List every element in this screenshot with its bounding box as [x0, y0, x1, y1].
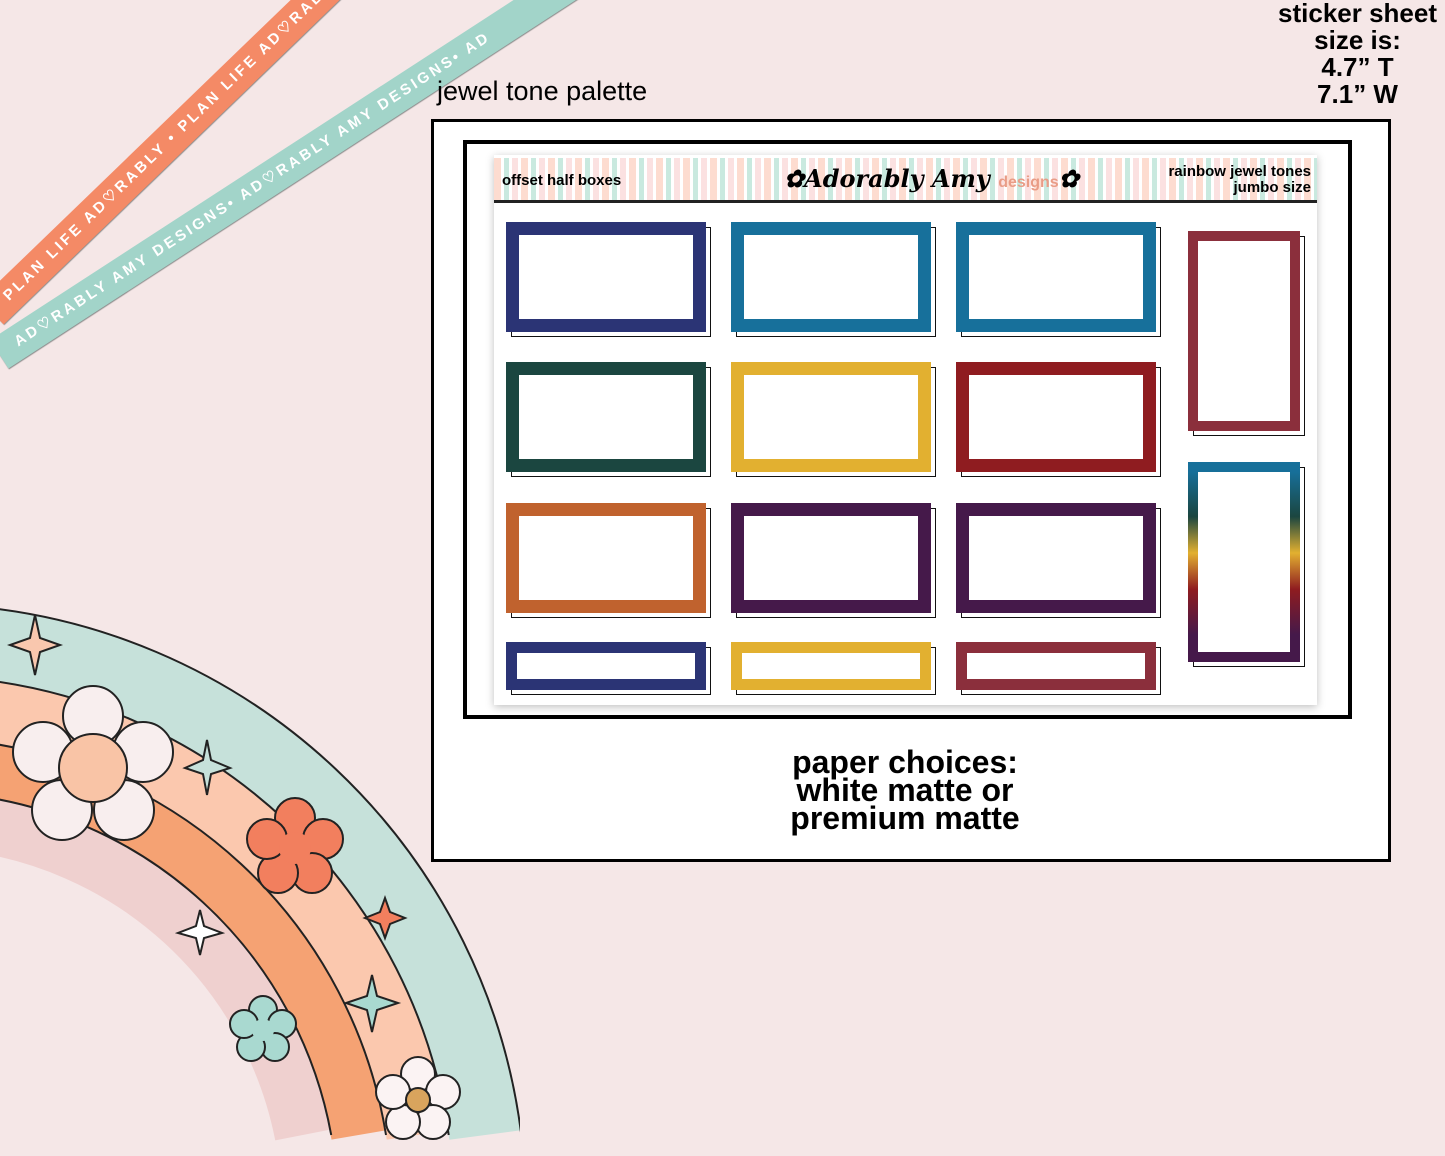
half-box-sticker — [506, 503, 711, 618]
teal-flower-icon — [229, 995, 297, 1062]
smiley-flower-icon — [12, 685, 174, 841]
half-box-sticker — [731, 642, 936, 695]
logo-text: Adorably Amy — [804, 164, 990, 193]
box-frame — [1188, 462, 1300, 662]
box-frame — [731, 362, 931, 472]
paper-line: premium matte — [790, 800, 1020, 836]
sticker-sheet: offset half boxes ✿Adorably Amy designs✿… — [494, 155, 1317, 705]
half-box-sticker — [956, 642, 1161, 695]
white-flower-icon — [375, 1056, 461, 1140]
palette-title: jewel tone palette — [437, 76, 648, 106]
box-frame — [956, 362, 1156, 472]
box-frame — [731, 642, 931, 690]
sparkle-icon — [342, 974, 402, 1033]
box-frame — [506, 222, 706, 332]
box-frame — [956, 503, 1156, 613]
half-box-sticker — [731, 503, 936, 618]
half-box-sticker — [506, 222, 711, 337]
sparkle-icon — [362, 895, 408, 941]
paper-line: white matte or — [796, 772, 1014, 808]
sparkle-icon — [174, 909, 226, 956]
sheet-header-title: offset half boxes — [502, 172, 622, 189]
half-box-sticker — [731, 362, 936, 477]
box-frame — [956, 222, 1156, 332]
half-box-sticker — [1188, 231, 1305, 436]
palette-name: rainbow jewel tones — [1168, 163, 1311, 180]
half-box-sticker — [506, 642, 711, 695]
sheet-header: offset half boxes ✿Adorably Amy designs✿… — [494, 158, 1317, 203]
size-line: sticker sheet — [1278, 0, 1437, 28]
size-info: sticker sheet size is: 4.7” T 7.1” W — [1278, 0, 1437, 108]
box-frame — [506, 503, 706, 613]
paper-line: paper choices: — [792, 744, 1018, 780]
sheet-header-right: rainbow jewel tones jumbo size — [1168, 164, 1311, 196]
paper-choices: paper choices: white matte or premium ma… — [760, 744, 1050, 836]
half-box-sticker — [956, 503, 1161, 618]
rainbow-band — [0, 609, 520, 1140]
box-frame — [506, 362, 706, 472]
half-box-sticker — [1188, 462, 1305, 667]
size-width: 7.1” W — [1317, 79, 1398, 109]
brand-logo: ✿Adorably Amy designs✿ — [784, 164, 1079, 193]
half-box-sticker — [956, 222, 1161, 337]
sparkle-icon — [182, 739, 233, 796]
box-frame — [731, 222, 931, 332]
sparkle-icon — [6, 614, 64, 676]
rainbow-band — [0, 799, 331, 1141]
size-name: jumbo size — [1233, 179, 1311, 196]
rainbow-illustration — [0, 608, 520, 1141]
size-height: 4.7” T — [1321, 52, 1394, 82]
size-line: size is: — [1314, 25, 1401, 55]
box-frame — [731, 503, 931, 613]
box-frame — [956, 642, 1156, 690]
half-box-sticker — [731, 222, 936, 337]
logo-sub: designs — [998, 174, 1059, 191]
box-frame — [506, 642, 706, 690]
orange-flower-icon — [246, 797, 344, 894]
rainbow-band — [0, 608, 520, 1133]
half-box-sticker — [956, 362, 1161, 477]
box-frame — [1188, 231, 1300, 431]
half-box-sticker — [506, 362, 711, 477]
